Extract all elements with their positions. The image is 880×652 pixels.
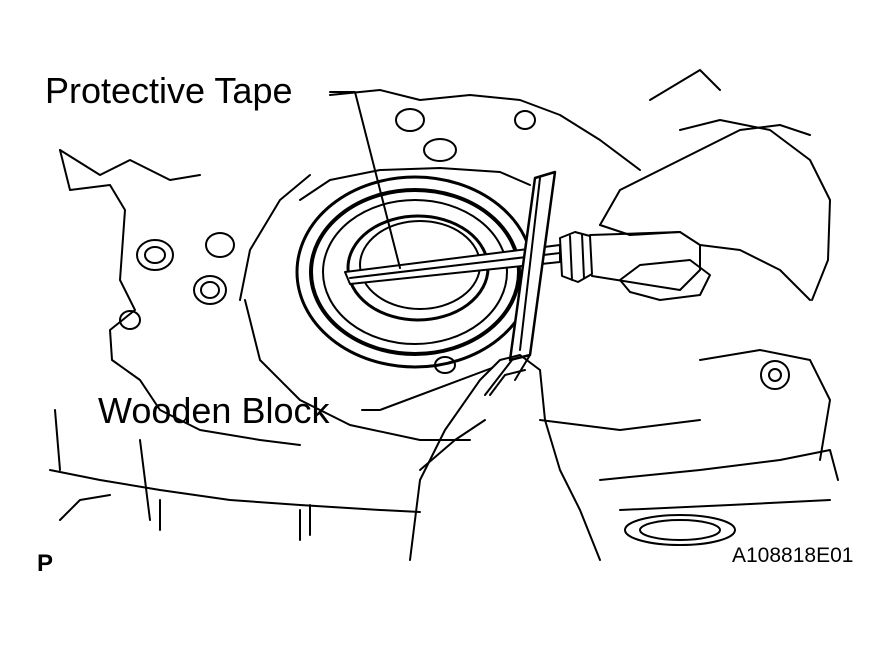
wooden-block-label: Wooden Block xyxy=(98,390,330,431)
bolt-holes xyxy=(119,108,790,546)
right-hand xyxy=(599,124,811,301)
corner-letter: P xyxy=(37,550,54,577)
engine-block xyxy=(49,69,839,541)
protective-tape-label: Protective Tape xyxy=(45,70,293,111)
left-hand xyxy=(409,354,601,561)
leader-lines xyxy=(329,91,493,411)
figure-code: A108818E01 xyxy=(732,544,854,567)
wooden-block xyxy=(484,170,557,396)
screwdriver xyxy=(344,231,701,291)
